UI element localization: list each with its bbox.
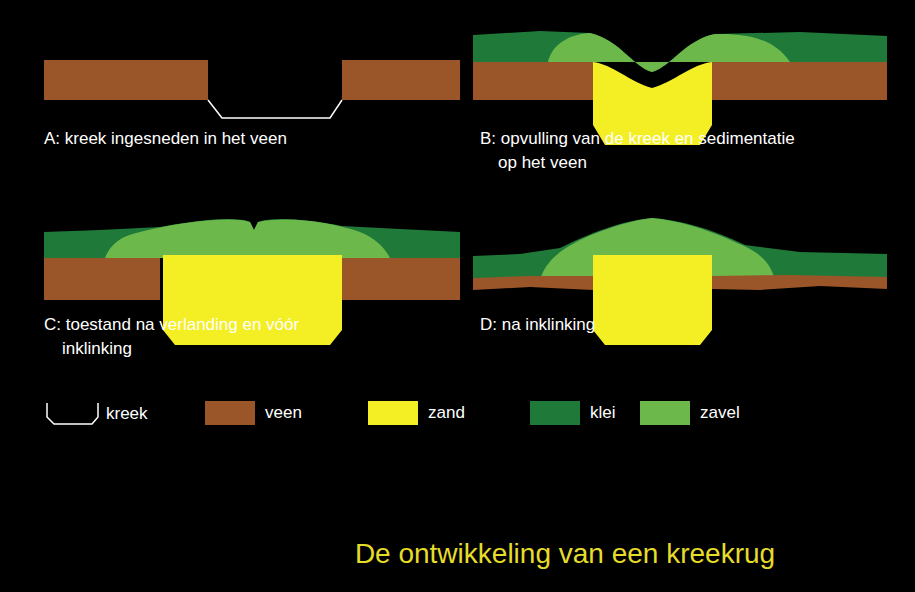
legend-text: klei <box>590 403 616 423</box>
legend-item: klei <box>530 401 616 425</box>
diagram-title: De ontwikkeling van een kreekrug <box>265 538 865 570</box>
legend-text: zavel <box>700 403 740 423</box>
legend-item: veen <box>205 401 302 425</box>
legend-text: kreek <box>106 404 148 424</box>
legend-item: zavel <box>640 401 740 425</box>
panel-caption: C: toestand na verlanding en vóór inklin… <box>44 313 372 361</box>
legend-swatch <box>368 401 418 425</box>
panel-caption: B: opvulling van de kreek en sedimentati… <box>480 127 798 175</box>
legend-item: zand <box>368 401 465 425</box>
legend-text: zand <box>428 403 465 423</box>
legend-item: kreek <box>44 401 148 427</box>
legend-swatch <box>530 401 580 425</box>
legend-swatch <box>205 401 255 425</box>
legend-text: veen <box>265 403 302 423</box>
creek-symbol <box>44 401 100 427</box>
legend-swatch <box>640 401 690 425</box>
panel-caption: D: na inklinking <box>480 313 898 337</box>
panel-caption: A: kreek ingesneden in het veen <box>44 127 462 151</box>
panel-b <box>473 31 887 145</box>
panel-a <box>44 60 460 118</box>
